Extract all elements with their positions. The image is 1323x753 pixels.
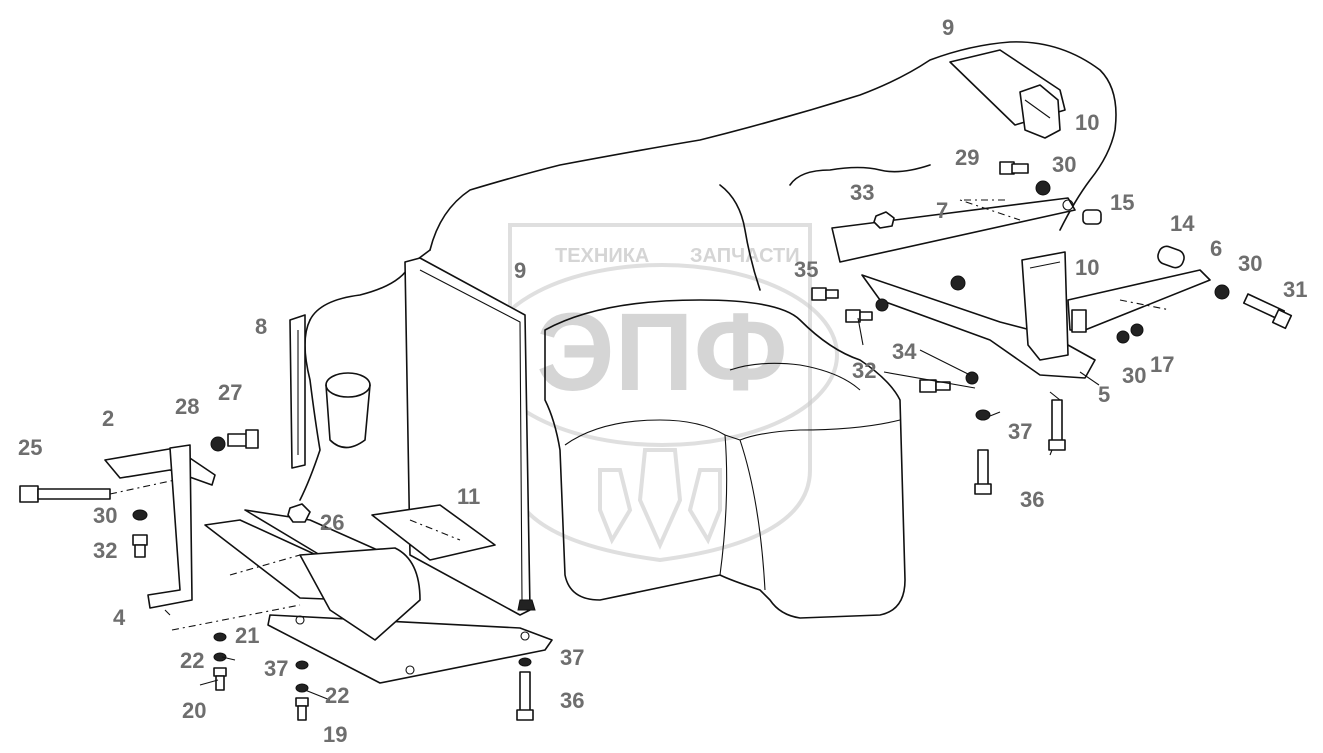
washer-21-icon: [213, 632, 227, 642]
bracket-8: [289, 314, 306, 469]
nut-28-icon: [210, 436, 226, 452]
bracket-2-4: [104, 444, 301, 631]
watermark-text-right: ЗАПЧАСТИ: [690, 245, 800, 267]
callout-15: 15: [1110, 190, 1134, 215]
callout-7: 7: [936, 198, 948, 223]
washer-30-mid-icon: [1116, 330, 1130, 344]
nut-33-icon: [873, 211, 895, 229]
callout-22-lower: 22: [325, 683, 349, 708]
bushing-15-icon: [1082, 209, 1102, 225]
callout-10-mid: 10: [1075, 255, 1099, 280]
washer-22-icon: [213, 652, 227, 662]
callout-32-mid: 32: [852, 358, 876, 383]
nut-26-icon: [287, 503, 311, 523]
callout-labels: 9 10 29 30 33 7 15 14 6 30 31 35 10 8 9 …: [18, 15, 1307, 747]
bolt-36-center-icon: [516, 671, 534, 721]
plate-11: [371, 504, 496, 561]
watermark-emblem-icon: [598, 448, 722, 550]
callout-21: 21: [235, 623, 259, 648]
nut-strap-bottom-icon: [517, 599, 536, 611]
watermark: ТЕХНИКА ЗАПЧАСТИ ЭПФ: [485, 223, 839, 563]
callout-22-left: 22: [180, 648, 204, 673]
filler-neck-icon: [325, 372, 371, 398]
bolt-31-icon: [1242, 293, 1293, 330]
callout-37-lower: 37: [264, 656, 288, 681]
washer-34-upper-icon: [875, 298, 889, 312]
bolt-27-icon: [227, 429, 259, 449]
callout-5: 5: [1098, 382, 1110, 407]
callout-32-left: 32: [93, 538, 117, 563]
callout-8: 8: [255, 314, 267, 339]
callout-25: 25: [18, 435, 42, 460]
sleeve-14-icon: [1157, 245, 1185, 269]
callout-35: 35: [794, 257, 818, 282]
watermark-logo-text: ЭПФ: [536, 291, 787, 414]
washer-30-left-icon: [132, 509, 148, 521]
lower-support-bracket: [204, 509, 553, 684]
bracket-6: [1067, 269, 1211, 333]
callout-36-center: 36: [560, 688, 584, 713]
callout-9-mid: 9: [514, 258, 526, 283]
callout-34: 34: [892, 339, 917, 364]
callout-20: 20: [182, 698, 206, 723]
callout-31: 31: [1283, 277, 1307, 302]
nut-30-right-icon: [1214, 284, 1230, 300]
callout-10-top: 10: [1075, 110, 1099, 135]
bracket-7: [831, 197, 1076, 263]
callout-11: 11: [457, 484, 480, 509]
bolt-32-left-icon: [132, 534, 148, 558]
callout-27: 27: [218, 380, 242, 405]
callout-6: 6: [1210, 236, 1222, 261]
bolt-32-lower-icon: [919, 379, 951, 393]
nut-30-top-icon: [1035, 180, 1051, 196]
bolt-36-right-b-icon: [1048, 399, 1066, 451]
bolt-32-upper-icon: [845, 309, 873, 323]
nut-bracket-5-icon: [950, 275, 966, 291]
washer-37-center-icon: [518, 657, 532, 667]
rear-strap-9: [949, 49, 1066, 139]
bolt-19-icon: [295, 697, 309, 721]
watermark-text-left: ТЕХНИКА: [555, 245, 649, 267]
bolt-20-icon: [213, 667, 227, 691]
callout-19: 19: [323, 722, 347, 747]
leader-lines: [164, 317, 1100, 701]
callout-30-right: 30: [1238, 251, 1262, 276]
callout-9-top: 9: [942, 15, 954, 40]
fuel-tank: [299, 41, 1117, 619]
callout-26: 26: [320, 510, 344, 535]
nut-17-icon: [1130, 323, 1144, 337]
callout-2: 2: [102, 406, 114, 431]
callout-33: 33: [850, 180, 874, 205]
callout-37-center: 37: [560, 645, 584, 670]
callout-4: 4: [113, 605, 126, 630]
bracket-5: [861, 251, 1096, 379]
callout-28: 28: [175, 394, 199, 419]
bolt-29-icon: [999, 161, 1029, 175]
bolt-36-right-a-icon: [974, 449, 992, 495]
callout-36-right: 36: [1020, 487, 1044, 512]
washer-37-lower-icon: [295, 660, 309, 670]
callout-29: 29: [955, 145, 979, 170]
washer-37-right-icon: [975, 409, 991, 421]
callout-30-left: 30: [93, 503, 117, 528]
callout-30-top: 30: [1052, 152, 1076, 177]
callout-14: 14: [1170, 211, 1195, 236]
callout-30-mid: 30: [1122, 363, 1146, 388]
bolt-25-icon: [19, 479, 176, 503]
fasteners: [19, 161, 1293, 721]
callout-37-right: 37: [1008, 419, 1032, 444]
callout-17: 17: [1150, 352, 1174, 377]
bolt-35-icon: [811, 287, 839, 301]
